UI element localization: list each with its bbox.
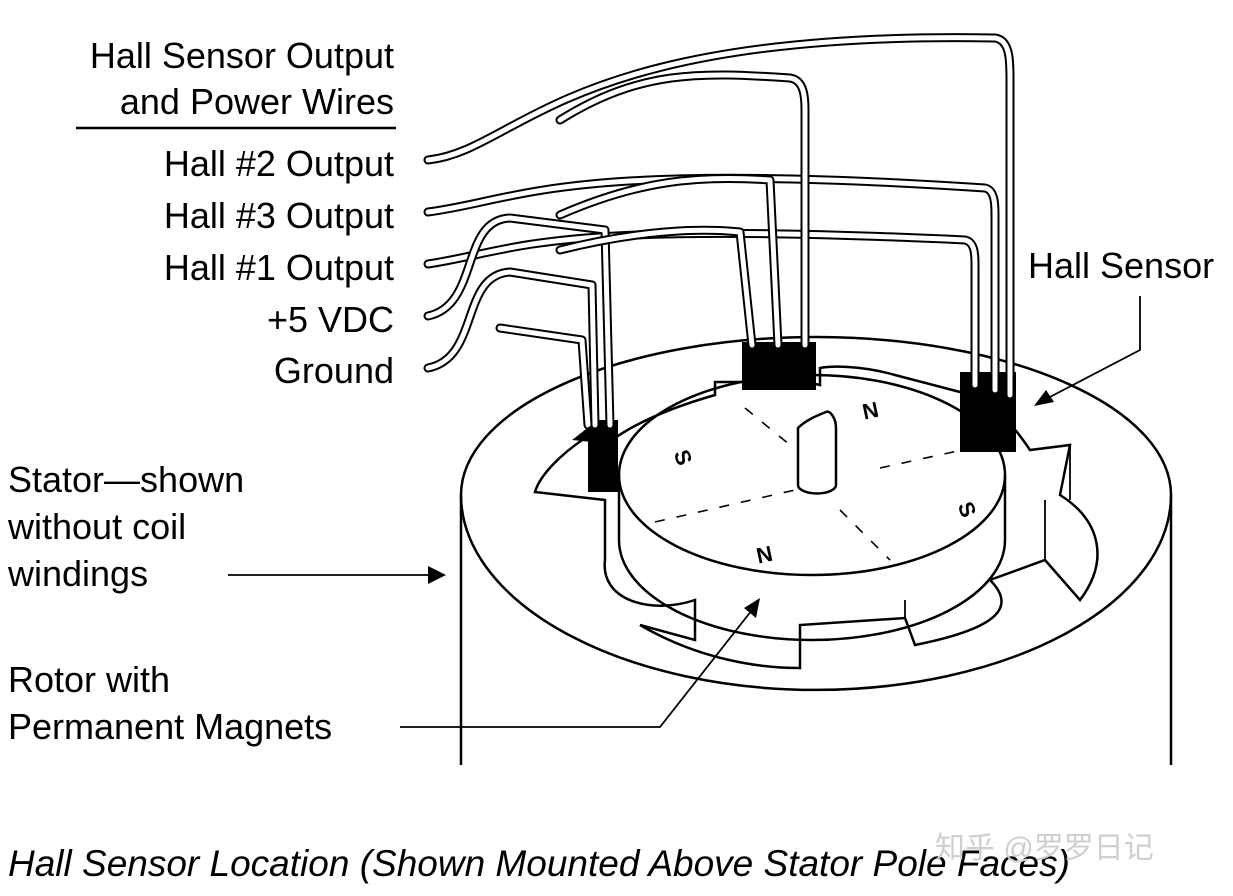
stator-outer-top xyxy=(459,335,1173,496)
wire-hall3 xyxy=(423,173,1000,395)
labels: Hall Sensor Output and Power Wires Hall … xyxy=(7,35,1214,747)
stator-bore xyxy=(533,365,1099,670)
watermark: 知乎 @罗罗日记 xyxy=(935,832,1154,865)
stator xyxy=(459,335,1173,765)
hall-sensors xyxy=(588,342,1016,492)
label-stator-2: without coil xyxy=(7,506,186,547)
label-ground: Ground xyxy=(274,350,394,391)
wires xyxy=(423,33,1015,430)
pole-n-top: N xyxy=(860,397,881,425)
label-rotor-1: Rotor with xyxy=(8,659,170,700)
pole-s-left: S xyxy=(669,446,698,468)
label-hall2: Hall #2 Output xyxy=(164,143,394,184)
arrow-hall-sensor xyxy=(1034,296,1141,406)
rotor-dash-3 xyxy=(744,407,791,446)
label-stator-3: windings xyxy=(7,553,148,594)
label-hall3: Hall #3 Output xyxy=(164,195,394,236)
wire-hall1 xyxy=(423,228,980,390)
header-line-1: Hall Sensor Output xyxy=(90,35,394,76)
label-5vdc: +5 VDC xyxy=(267,299,394,340)
rotor xyxy=(617,373,1007,642)
rotor-dash-1 xyxy=(654,489,796,523)
pointer-arrows xyxy=(228,296,1141,728)
label-rotor-2: Permanent Magnets xyxy=(8,706,332,747)
label-stator-1: Stator—shown xyxy=(8,459,244,500)
rotor-top xyxy=(617,373,1007,577)
header-line-2: and Power Wires xyxy=(120,81,394,122)
rotor-shaft xyxy=(796,410,838,495)
hall-sensor-block-2 xyxy=(742,342,816,390)
label-hall-sensor: Hall Sensor xyxy=(1028,245,1214,286)
figure-caption: Hall Sensor Location (Shown Mounted Abov… xyxy=(8,843,1070,884)
arrow-small xyxy=(572,426,592,442)
label-hall1: Hall #1 Output xyxy=(164,247,394,288)
stator-outer-front xyxy=(459,494,1173,692)
pole-s-right: S xyxy=(953,498,982,520)
rotor-dash-4 xyxy=(839,509,891,561)
wire-ground-b xyxy=(495,323,593,430)
arrow-rotor xyxy=(400,598,760,728)
rotor-side xyxy=(617,475,1007,642)
hall-sensor-block-1 xyxy=(588,420,618,492)
pole-markings: N S S N xyxy=(669,397,982,569)
arrow-stator xyxy=(228,566,446,584)
pole-n-bottom: N xyxy=(754,541,775,569)
